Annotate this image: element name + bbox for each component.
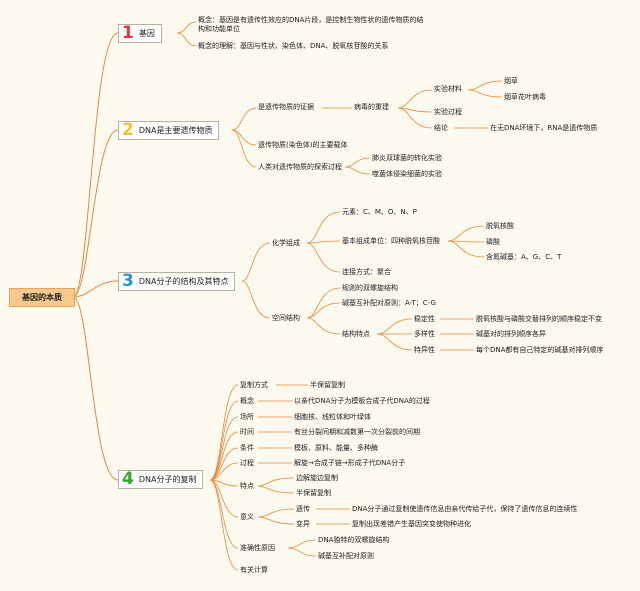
node-replication-meaning[interactable]: 意义 — [240, 513, 254, 521]
node-chemical-composition[interactable]: 化学组成 — [272, 239, 300, 247]
node-replication-concept[interactable]: 概念 — [240, 397, 254, 405]
node-pneumococcus-experiment[interactable]: 肺炎双球菌的转化实验 — [372, 154, 442, 162]
node-replication-condition[interactable]: 条件 — [240, 444, 254, 452]
node-evidence[interactable]: 是遗传物质的证据 — [258, 103, 314, 111]
node-phage-experiment[interactable]: 噬菌体侵染细菌的实验 — [372, 170, 442, 178]
node-specificity[interactable]: 特异性 — [414, 346, 435, 354]
node-deoxyribose[interactable]: 脱氧核酸 — [486, 222, 514, 230]
node-replication-condition-text[interactable]: 模板、原料、能量、多种酶 — [294, 444, 378, 452]
node-replication-process[interactable]: 过程 — [240, 459, 254, 467]
node-feature-semiconservative[interactable]: 半保留复制 — [296, 489, 331, 497]
node-specificity-text[interactable]: 每个DNA都有自己特定的碱基对排列顺序 — [476, 346, 604, 354]
node-elements[interactable]: 元素：C、M、O、N、P — [342, 208, 417, 216]
node-replication-process-text[interactable]: 解旋→合成子链→形成子代DNA分子 — [294, 459, 406, 467]
node-linkage[interactable]: 连接方式：聚合 — [342, 268, 391, 276]
node-replication-features[interactable]: 特点 — [240, 482, 254, 490]
branch-label: 基因 — [138, 28, 155, 38]
node-stability-text[interactable]: 脱氧核酸与磷酸交替排列的顺序稳定不变 — [476, 315, 602, 323]
branch-4-dna-replication[interactable]: 4 DNA分子的复制 — [118, 469, 204, 489]
node-tobacco[interactable]: 烟草 — [504, 77, 518, 85]
node-replication-concept-text[interactable]: 以亲代DNA分子为模板合成子代DNA的过程 — [294, 397, 430, 405]
branch-label: DNA是主要遗传物质 — [138, 125, 213, 135]
node-carrier[interactable]: 遗传物质(染色体)的主要载体 — [258, 141, 348, 149]
branch-number: 4 — [122, 469, 134, 489]
branch-2-dna-genetic-material[interactable]: 2 DNA是主要遗传物质 — [118, 120, 220, 140]
branch-label: DNA分子的结构及其特点 — [138, 276, 229, 286]
node-virus-reconstruction[interactable]: 病毒的重建 — [354, 103, 389, 111]
node-diversity[interactable]: 多样性 — [414, 330, 435, 338]
node-replication-time-text[interactable]: 有丝分裂间期和减数第一次分裂前的间期 — [294, 428, 420, 436]
node-replication-site-text[interactable]: 细胞核、线粒体和叶绿体 — [294, 413, 371, 421]
gene-concept-understanding[interactable]: 概念的理解：基因与性状、染色体、DNA、脱氧核苷酸的关系 — [198, 42, 389, 50]
node-replication-mode[interactable]: 复制方式 — [240, 381, 268, 389]
branch-number: 3 — [122, 271, 134, 291]
node-accuracy-helix[interactable]: DNA独特的双螺旋结构 — [318, 536, 390, 544]
node-inheritance[interactable]: 遗传 — [296, 505, 310, 513]
gene-concept[interactable]: 概念：基因是有遗传性效应的DNA片段，是控制生物性状的遗传物质的结构和功能单位 — [198, 16, 424, 33]
node-phosphate[interactable]: 磷酸 — [486, 238, 500, 246]
node-variation-text[interactable]: 复制出现差错产生基因突变使物种进化 — [352, 520, 471, 528]
node-conclusion[interactable]: 结论 — [434, 124, 448, 132]
node-stability[interactable]: 稳定性 — [414, 315, 435, 323]
root-node[interactable]: 基因的本质 — [9, 288, 75, 307]
node-structure-features[interactable]: 结构特点 — [342, 330, 370, 338]
node-double-helix[interactable]: 规则的双螺旋结构 — [342, 284, 398, 292]
node-inheritance-text[interactable]: DNA分子通过复制使遗传信息由亲代传给子代，保持了遗传信息的连续性 — [352, 505, 578, 513]
branch-3-dna-structure[interactable]: 3 DNA分子的结构及其特点 — [118, 271, 236, 291]
node-bases[interactable]: 含氮碱基：A、G、C、T — [486, 253, 562, 261]
branch-label: DNA分子的复制 — [138, 474, 197, 484]
node-feature-unwind[interactable]: 边解旋边复制 — [296, 474, 338, 482]
node-spatial-structure[interactable]: 空间结构 — [272, 314, 300, 322]
node-tobacco-mosaic-virus[interactable]: 烟草花叶病毒 — [504, 93, 546, 101]
node-conclusion-text[interactable]: 在无DNA环境下，RNA是遗传物质 — [490, 124, 598, 132]
node-replication-time[interactable]: 时间 — [240, 428, 254, 436]
branch-number: 2 — [122, 120, 134, 140]
branch-1-gene[interactable]: 1 基因 — [118, 24, 162, 43]
node-replication-mode-text[interactable]: 半保留复制 — [310, 381, 345, 389]
node-experiment-material[interactable]: 实验材料 — [434, 85, 462, 93]
node-accuracy-pairing[interactable]: 碱基互补配对原则 — [318, 552, 374, 560]
node-replication-site[interactable]: 场所 — [240, 413, 254, 421]
node-exploration[interactable]: 人类对遗传物质的探索过程 — [258, 163, 342, 171]
branch-number: 1 — [122, 23, 134, 43]
node-base-pairing[interactable]: 碱基互补配对原则：A-T；C-G — [342, 299, 436, 307]
node-accuracy-reason[interactable]: 准确性原因 — [240, 544, 275, 552]
node-related-calculation[interactable]: 有关计算 — [240, 566, 268, 574]
node-variation[interactable]: 变异 — [296, 520, 310, 528]
node-diversity-text[interactable]: 碱基对的排列顺序各异 — [476, 330, 546, 338]
node-basic-unit[interactable]: 基本组成单位：四种脱氧核苷酸 — [342, 237, 440, 245]
node-experiment-process[interactable]: 实验过程 — [434, 108, 462, 116]
